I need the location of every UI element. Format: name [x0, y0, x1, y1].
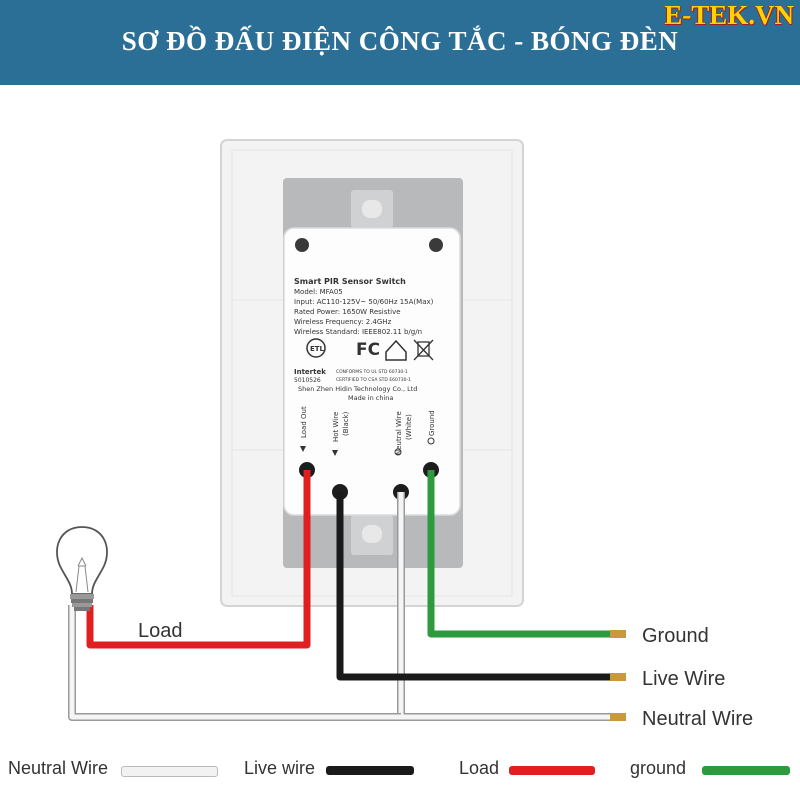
terminal-ground: Ground	[428, 410, 436, 436]
device-name: Smart PIR Sensor Switch	[294, 277, 406, 286]
device-model: Model: MFA05	[294, 288, 343, 296]
legend-neutral-swatch	[121, 766, 218, 777]
live-wire	[336, 492, 612, 681]
home-icon	[385, 339, 407, 361]
device-power: Rated Power: 1650W Resistive	[294, 308, 401, 316]
legend-load: Load	[459, 758, 604, 782]
terminal-neutral-wire: Neutral Wire	[395, 411, 403, 455]
live-wire-end	[610, 673, 626, 681]
legend-load-swatch	[509, 766, 595, 775]
manufacturer: Shen Zhen Hidin Technology Co., Ltd	[298, 385, 417, 393]
load-label: Load	[138, 620, 183, 642]
header-banner: SƠ ĐỒ ĐẤU ĐIỆN CÔNG TẮC - BÓNG ĐÈN E-TEK…	[0, 0, 800, 85]
neutral-wire-end	[610, 713, 626, 721]
light-bulb-icon	[56, 526, 108, 611]
legend-ground: ground	[630, 758, 795, 782]
neutral-wire-label: Neutral Wire	[642, 708, 753, 730]
legend-ground-swatch	[702, 766, 790, 775]
device-standard: Wireless Standard: IEEE802.11 b/g/n	[294, 328, 422, 336]
wiring-diagram: Smart PIR Sensor Switch Model: MFA05 Inp…	[56, 139, 753, 730]
weee-bin-icon	[413, 339, 434, 361]
screw-right	[429, 238, 443, 252]
intertek-mark: Intertek	[294, 368, 326, 376]
legend-live: Live wire	[244, 758, 419, 782]
brand-logo: E-TEK.VN	[664, 0, 794, 30]
terminal-hot-color: (Black)	[342, 411, 350, 436]
device-input: Input: AC110-125V~ 50/60Hz 15A(Max)	[294, 298, 434, 306]
legend-neutral-label: Neutral Wire	[8, 758, 109, 778]
ground-wire	[427, 470, 612, 638]
legend-live-swatch	[326, 766, 414, 775]
etl-logo-icon	[306, 338, 326, 358]
screw-left	[295, 238, 309, 252]
switch-module	[283, 227, 461, 516]
intertek-number: 5010526	[294, 377, 321, 384]
ground-label: Ground	[642, 625, 709, 647]
fcc-logo-icon: FC	[356, 340, 380, 360]
legend-ground-label: ground	[630, 758, 687, 778]
load-wire	[86, 470, 311, 649]
legend-load-label: Load	[459, 758, 500, 778]
terminal-hot-wire: Hot Wire	[332, 412, 340, 442]
wire-legend: Neutral Wire Live wire Load ground	[0, 752, 800, 788]
terminal-load-out: Load Out	[300, 406, 308, 438]
device-frequency: Wireless Frequency: 2.4GHz	[294, 318, 392, 326]
conformity-ul: CONFORMS TO UL STD 60730-1	[336, 369, 408, 375]
legend-live-label: Live wire	[244, 758, 316, 778]
svg-text:ETL: ETL	[310, 345, 325, 353]
conformity-csa: CERTIFIED TO CSA STD E60730-1	[336, 377, 411, 383]
live-wire-label: Live Wire	[642, 668, 725, 690]
ground-wire-end	[610, 630, 626, 638]
made-in: Made in china	[348, 394, 393, 402]
terminal-neutral-color: (White)	[405, 414, 413, 440]
legend-neutral: Neutral Wire	[8, 758, 218, 782]
page-title: SƠ ĐỒ ĐẤU ĐIỆN CÔNG TẮC - BÓNG ĐÈN	[121, 26, 679, 56]
